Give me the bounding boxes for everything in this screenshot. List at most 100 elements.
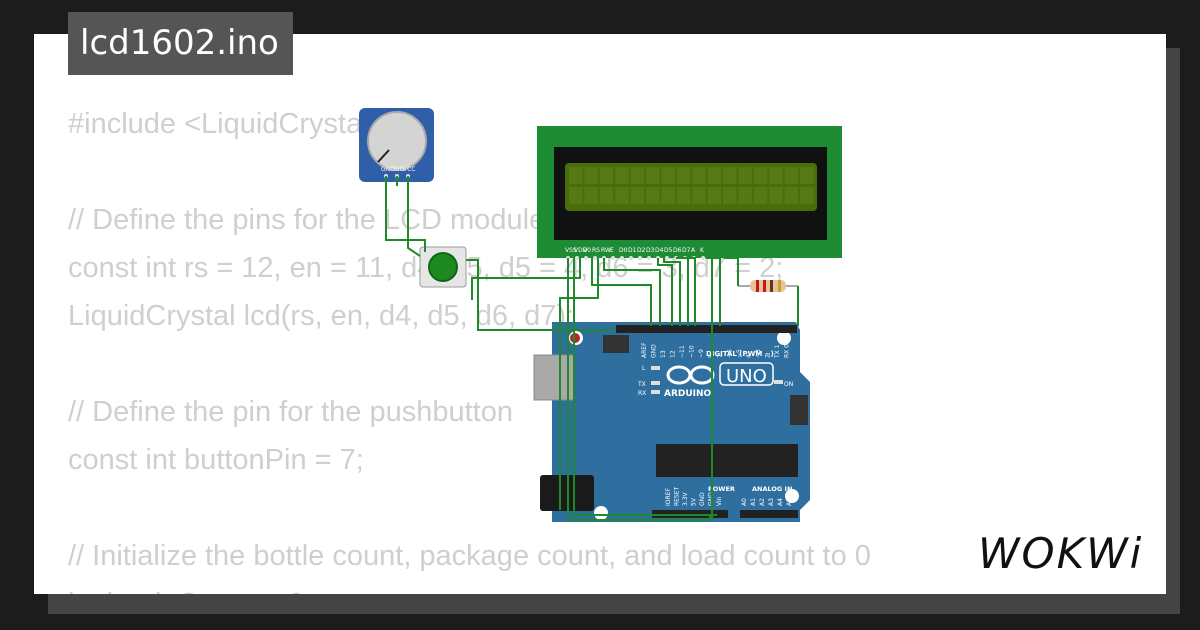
digital-pin-label: RX 0 [784, 344, 791, 358]
wire-pot-vcc [407, 176, 421, 257]
wokwi-logo-text: WOKWi [978, 529, 1143, 578]
power-pin-label: 5V [691, 497, 698, 506]
wire-lcd-e [603, 258, 661, 326]
lcd-pin[interactable] [620, 256, 624, 260]
lcd-character-grid [569, 167, 814, 204]
led-on [774, 380, 783, 384]
analog-header-label: ANALOG IN [752, 485, 792, 493]
code-line: // Define the pins for the LCD module [68, 204, 546, 236]
power-pin-label: IOREF [665, 488, 672, 506]
lcd-pin-label: D3 [646, 247, 655, 254]
lcd-pin-label: VDD [574, 247, 588, 254]
digital-pin-label: ~10 [689, 345, 696, 358]
digital-pin-label: ~6 [727, 349, 734, 358]
lcd-pin[interactable] [575, 256, 579, 260]
lcd-pin[interactable] [647, 256, 651, 260]
led-label-l: L [642, 365, 646, 372]
led-label-on: ON [784, 381, 793, 388]
code-line: const int buttonPin = 7; [68, 444, 364, 476]
lcd-cell [661, 167, 675, 184]
lcd-cell [599, 167, 614, 184]
analog-pin-label: A5 [786, 498, 793, 506]
analog-pin-label: A1 [750, 498, 757, 506]
lcd-pin[interactable] [593, 256, 597, 260]
lcd-pin-label: VSS [565, 247, 577, 254]
led-tx [651, 381, 660, 385]
digital-pin-label: ~3 [755, 349, 762, 358]
lcd-cell [753, 167, 768, 184]
lcd-pin[interactable] [665, 256, 669, 260]
lcd-cell [769, 167, 783, 184]
pot-pin-label-gnd: GND [381, 166, 395, 173]
wire-pot-gnd [385, 176, 426, 252]
lcd-pin-label: A [691, 247, 696, 254]
analog-pin-label: A3 [768, 498, 775, 506]
lcd-cell [707, 187, 722, 204]
led-l [651, 366, 660, 370]
digital-pin-label: ~9 [698, 349, 705, 358]
wire-lcd-rw [559, 258, 599, 510]
lcd-pin-label: E [610, 247, 614, 254]
lcd-pin[interactable] [611, 256, 615, 260]
lcd-cell [615, 167, 629, 184]
lcd-cell [800, 187, 814, 204]
file-title-tab[interactable]: lcd1602.ino [68, 12, 293, 75]
lcd-cell [646, 167, 660, 184]
mounting-hole [594, 506, 608, 520]
power-pin-label: GND [699, 492, 706, 506]
digital-pin-label: 12 [670, 350, 677, 358]
led-rx [651, 390, 660, 394]
lcd-cell [630, 167, 645, 184]
resistor[interactable] [738, 280, 798, 292]
analog-pin-label: A4 [777, 498, 784, 506]
lcd-pin[interactable] [629, 256, 633, 260]
potentiometer[interactable]: GND SIG VCC [359, 108, 434, 182]
lcd-cell [753, 187, 768, 204]
digital-pin-label: GND [651, 344, 658, 358]
lcd-cell [784, 187, 799, 204]
lcd-pin[interactable] [638, 256, 642, 260]
analog-pin-label: A0 [741, 498, 748, 506]
wire-lcd-a [706, 257, 721, 326]
lcd-cell [707, 167, 722, 184]
analog-header [740, 510, 798, 518]
resistor-band [763, 280, 766, 292]
digital-pin-label: TX 1 [774, 344, 781, 359]
wire-resistor [724, 257, 739, 286]
arduino-logo: ARDUINO UNO [664, 362, 774, 399]
lcd-pin-label: V0 [583, 247, 591, 254]
pushbutton[interactable] [419, 246, 467, 288]
lcd-cell [661, 187, 675, 204]
lcd-cell [676, 187, 691, 204]
lcd-pin[interactable] [584, 256, 588, 260]
wire-button [466, 259, 614, 331]
lcd-pin[interactable] [701, 256, 705, 260]
resistor-band [778, 280, 781, 292]
icsp-header [603, 335, 629, 353]
potentiometer-knob[interactable] [367, 111, 427, 171]
pushbutton-cap[interactable] [428, 252, 458, 282]
wire-lcd-d7 [688, 257, 696, 326]
led-label-rx: RX [638, 390, 646, 397]
icsp-header-right [790, 395, 808, 425]
mounting-hole [785, 489, 799, 503]
code-line: // Initialize the bottle count, package … [68, 540, 871, 572]
mounting-hole [777, 331, 791, 345]
lcd-pin-label: D4 [655, 247, 664, 254]
power-pin-label: 3.3V [682, 491, 689, 506]
digital-header-label: DIGITAL (PWM ~) [706, 350, 774, 358]
lcd-pin-label: D2 [637, 247, 646, 254]
pot-pin-label-vcc: VCC [403, 166, 415, 173]
lcd-pin-label: RW [601, 247, 611, 254]
wire-lcd-vss [567, 258, 711, 521]
led-label-tx: TX [637, 381, 646, 388]
lcd-cell [569, 167, 583, 184]
lcd-cell [738, 187, 752, 204]
lcd-cell [769, 187, 783, 204]
lcd-cell [599, 187, 614, 204]
